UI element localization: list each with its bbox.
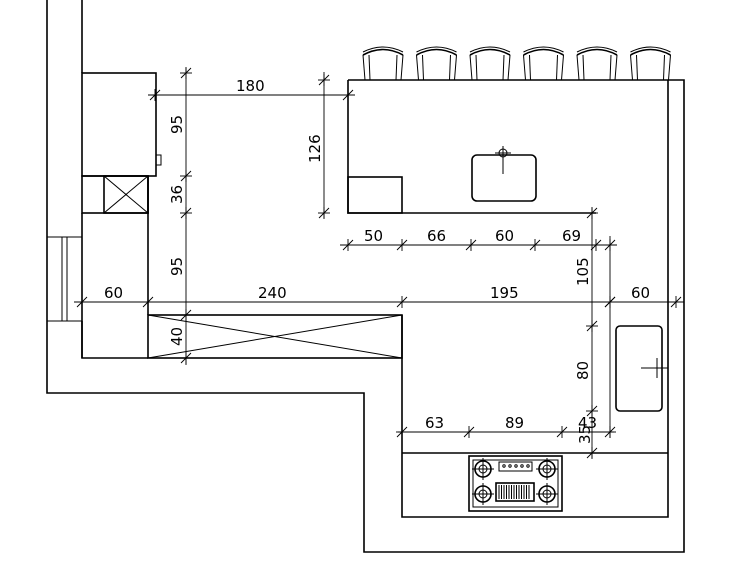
outer-walls	[46, 0, 685, 553]
left-counter	[81, 176, 149, 359]
dimension-tick	[586, 447, 598, 459]
bar-stool	[416, 46, 457, 81]
dim-middle-run: 240	[258, 284, 287, 302]
dim-sink-end: 35	[576, 425, 594, 444]
bar-stool	[362, 46, 404, 81]
dim-island-seg-2: 66	[427, 227, 446, 245]
dim-right-gap: 105	[574, 257, 592, 286]
dim-island-seg-1: 50	[364, 227, 383, 245]
dimension-tick	[396, 239, 408, 251]
dim-counter-depth: 40	[168, 327, 186, 346]
dimension-lines	[74, 68, 684, 458]
bar-stool	[630, 46, 671, 81]
dim-stove-seg-2: 89	[505, 414, 524, 432]
dimension-tick	[342, 239, 354, 251]
right-counter	[401, 80, 669, 518]
bar-stool	[469, 46, 511, 81]
burner-bottom-right	[536, 483, 558, 505]
dim-right-run: 195	[490, 284, 519, 302]
dim-island-seg-3: 60	[495, 227, 514, 245]
dimension-tick	[586, 320, 598, 332]
bar-stools	[362, 46, 671, 81]
bar-stool	[523, 46, 564, 81]
dimension-tick	[556, 426, 568, 438]
dimension-tick	[180, 309, 192, 321]
griddle-plate	[495, 482, 535, 502]
wall-sink	[615, 325, 668, 412]
dimension-tick	[76, 296, 88, 308]
dimension-tick	[318, 207, 330, 219]
cooktop-controls	[498, 461, 533, 472]
fridge	[81, 72, 162, 177]
dimension-tick	[396, 426, 408, 438]
dim-stove-seg-1: 63	[425, 414, 444, 432]
dimension-tick	[463, 426, 475, 438]
dim-left-lower: 95	[168, 257, 186, 276]
tall-cabinet	[81, 175, 149, 214]
kitchen-island	[347, 79, 668, 214]
dimension-tick	[670, 296, 682, 308]
dimension-tick	[142, 296, 154, 308]
dim-fridge-upper: 95	[168, 115, 186, 134]
dimension-tick	[604, 426, 616, 438]
burner-bottom-left	[472, 483, 494, 505]
dimension-tick	[396, 296, 408, 308]
dim-sink-len: 80	[574, 361, 592, 380]
dimension-tick	[586, 207, 598, 219]
dimension-tick	[342, 89, 354, 101]
cooktop	[468, 455, 563, 512]
dimension-tick	[180, 352, 192, 364]
dim-top-width: 180	[236, 77, 265, 95]
dim-left-depth: 60	[104, 284, 123, 302]
burner-top-right	[536, 458, 558, 480]
burner-top-left	[472, 458, 494, 480]
dimension-tick	[180, 207, 192, 219]
dimension-tick	[465, 239, 477, 251]
dimension-tick	[604, 239, 616, 251]
dimension-tick	[529, 239, 541, 251]
dimension-tick	[180, 170, 192, 182]
dim-island-seg-4: 69	[562, 227, 581, 245]
dimension-tick	[149, 89, 161, 101]
dimension-tick	[318, 74, 330, 86]
dimension-tick	[180, 67, 192, 79]
dim-island-depth: 126	[306, 134, 324, 163]
dimension-tick	[604, 296, 616, 308]
dim-stove-seg-3: 43	[578, 414, 597, 432]
dimension-tick	[586, 405, 598, 417]
bar-stool	[576, 46, 618, 81]
dim-fridge-gap: 36	[168, 185, 186, 204]
island-sink	[471, 146, 537, 202]
dimension-tick	[590, 239, 602, 251]
dim-right-depth: 60	[631, 284, 650, 302]
dimension-ticks	[76, 67, 682, 459]
